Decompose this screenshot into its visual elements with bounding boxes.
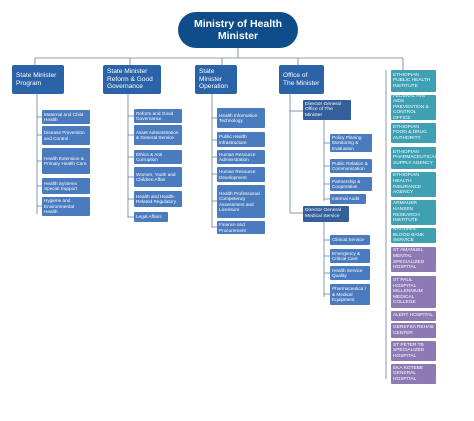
unit-box: Public Relation & Communication	[330, 159, 372, 173]
unit-box: Partnership & Cooperation	[330, 177, 372, 191]
unit-label: Disease Prevention and Control	[44, 130, 85, 141]
unit-label: Legal Affairs	[136, 214, 162, 220]
agency-label: NATIONAL BLOOD BANK SERVICE	[393, 228, 425, 243]
root-minister-title: Ministry of Health Minister	[193, 17, 283, 42]
agency-box: ARMAUER HANSEN RESEARCH INSTITUTE	[391, 200, 436, 225]
unit-label: Maternal and Child Health	[44, 111, 84, 122]
agency-box: ETHIOPIAN PUBLIC HEALTH INSTITUTE	[391, 70, 436, 92]
column-state-minister-reform: State Minister Reform & Good Governance	[103, 65, 161, 94]
director-label: Director General Office of The Minister	[305, 101, 341, 118]
agency-label: ETHIOPIAN PHARMACEUTICAL SUPPLY AGENCY	[393, 149, 436, 166]
unit-label: Ethics & Anti Corruption	[136, 151, 163, 162]
unit-box: Human Resource Administration	[217, 150, 265, 164]
unit-label: Human Resource Development	[219, 169, 256, 180]
unit-label: Women, Youth and Children Affair	[136, 171, 176, 182]
unit-box: Health Information Technology	[217, 108, 265, 128]
hospital-box: ST AMANUEL MENTAL SPECIALIZED HOSPITAL	[391, 247, 436, 272]
agency-label: ARMAUER HANSEN RESEARCH INSTITUTE	[393, 201, 420, 224]
unit-box: Health Extension & Primary Health Care	[42, 148, 90, 174]
hospital-box: ST PAUL HOSPITAL MILLENNIUM MEDICAL COLL…	[391, 276, 436, 308]
unit-label: Health Information Technology	[219, 112, 258, 123]
unit-box: Emergency & Critical Care	[330, 249, 370, 263]
unit-label: Finance and Procurement	[219, 222, 246, 233]
hospital-label: GEREFSA REHAB CENTER	[393, 324, 434, 336]
unit-box: Asset Administration & General Service	[134, 125, 182, 145]
unit-label: Health Extension & Primary Health Care	[44, 155, 87, 166]
unit-box: Health Professional Competency Assessmen…	[217, 185, 265, 218]
unit-label: Reform and Good Governance	[136, 110, 174, 121]
unit-box: Health Systems Special Support	[42, 178, 90, 194]
hospital-box: GEREFSA REHAB CENTER	[391, 323, 436, 338]
director-general-medical-box: Director General Medical Service	[303, 206, 349, 222]
column-label: State Minister Program	[16, 71, 57, 87]
agency-label: FEDERAL HIV/ AIDS PREVENTION & CONTROL O…	[393, 95, 429, 120]
agency-label: ETHIOPIAN HEALTH INSURANCE AGENCY	[393, 173, 422, 196]
unit-label: Public Health Infrastructure	[219, 134, 247, 145]
director-general-office-box: Director General Office of The Minister	[303, 100, 351, 120]
hospital-label: EKA KOTEBE GENERAL HOSPITAL	[393, 365, 424, 382]
agency-label: ETHIOPIAN PUBLIC HEALTH INSTITUTE	[393, 72, 431, 89]
hospital-label: ST AMANUEL MENTAL SPECIALIZED HOSPITAL	[393, 248, 425, 271]
agency-label: ETHIOPIAN FOOD & DRUG AUTHORITY	[393, 124, 427, 141]
agency-box: FEDERAL HIV/ AIDS PREVENTION & CONTROL O…	[391, 95, 436, 120]
unit-label: Hygiene and Environmental Health	[44, 198, 74, 215]
director-label: Director General Medical Service	[305, 208, 341, 219]
unit-box: Maternal and Child Health	[42, 110, 90, 124]
unit-box: Public Health Infrastructure	[217, 132, 265, 147]
unit-label: Health and Health-Related Regulatory	[136, 193, 177, 204]
column-state-minister-program: State Minister Program	[12, 65, 64, 94]
unit-label: Public Relation & Communication	[332, 160, 368, 171]
unit-label: Policy Planing Monitoring & Evaluation	[332, 134, 362, 151]
hospital-box: EKA KOTEBE GENERAL HOSPITAL	[391, 364, 436, 384]
agency-box: ETHIOPIAN PHARMACEUTICAL SUPPLY AGENCY	[391, 147, 436, 169]
agency-box: ETHIOPIAN HEALTH INSURANCE AGENCY	[391, 172, 436, 197]
unit-box: Policy Planing Monitoring & Evaluation	[330, 134, 372, 152]
column-label: State Minister Operation	[199, 68, 228, 91]
unit-label: Human Resource Administration	[219, 151, 256, 162]
unit-box: Human Resource Development	[217, 167, 265, 182]
agency-box: ETHIOPIAN FOOD & DRUG AUTHORITY	[391, 123, 436, 143]
column-label: State Minister Reform & Good Governance	[107, 68, 153, 91]
unit-box: Internal Audit	[330, 194, 366, 204]
unit-label: Pharmaceutica l & Medical Equipment	[332, 286, 366, 303]
unit-box: Clinical Service	[330, 235, 370, 245]
root-minister-box: Ministry of Health Minister	[178, 12, 298, 48]
unit-label: Asset Administration & General Service	[136, 129, 179, 140]
agency-box: NATIONAL BLOOD BANK SERVICE	[391, 228, 436, 243]
unit-box: Finance and Procurement	[217, 221, 265, 234]
unit-box: Legal Affairs	[134, 212, 168, 222]
unit-label: Clinical Service	[332, 237, 365, 243]
unit-box: Health and Health-Related Regulatory	[134, 191, 182, 207]
unit-box: Health Service Quality	[330, 266, 370, 280]
hospital-label: ALERT HOSPITAL	[393, 313, 433, 319]
hospital-box: ALERT HOSPITAL	[391, 311, 436, 321]
column-label: Office of The Minister	[283, 71, 320, 87]
unit-box: Ethics & Anti Corruption	[134, 150, 182, 164]
unit-label: Internal Audit	[332, 196, 360, 202]
unit-box: Reform and Good Governance	[134, 109, 182, 123]
unit-box: Hygiene and Environmental Health	[42, 197, 90, 216]
unit-label: Partnership & Cooperation	[332, 178, 361, 189]
unit-label: Emergency & Critical Care	[332, 250, 361, 261]
unit-box: Pharmaceutica l & Medical Equipment	[330, 284, 370, 305]
hospital-label: ST PAUL HOSPITAL MILLENNIUM MEDICAL COLL…	[393, 278, 423, 306]
unit-box: Disease Prevention and Control	[42, 126, 90, 145]
column-office-of-minister: Office of The Minister	[279, 65, 324, 94]
unit-label: Health Professional Competency Assessmen…	[219, 190, 260, 212]
hospital-box: ST PETER TB SPECIALIZED HOSPITAL	[391, 341, 436, 361]
unit-label: Health Systems Special Support	[44, 180, 78, 191]
hospital-label: ST PETER TB SPECIALIZED HOSPITAL	[393, 342, 425, 359]
column-state-minister-operation: State Minister Operation	[195, 65, 237, 94]
unit-box: Women, Youth and Children Affair	[134, 167, 182, 187]
unit-label: Health Service Quality	[332, 267, 363, 278]
